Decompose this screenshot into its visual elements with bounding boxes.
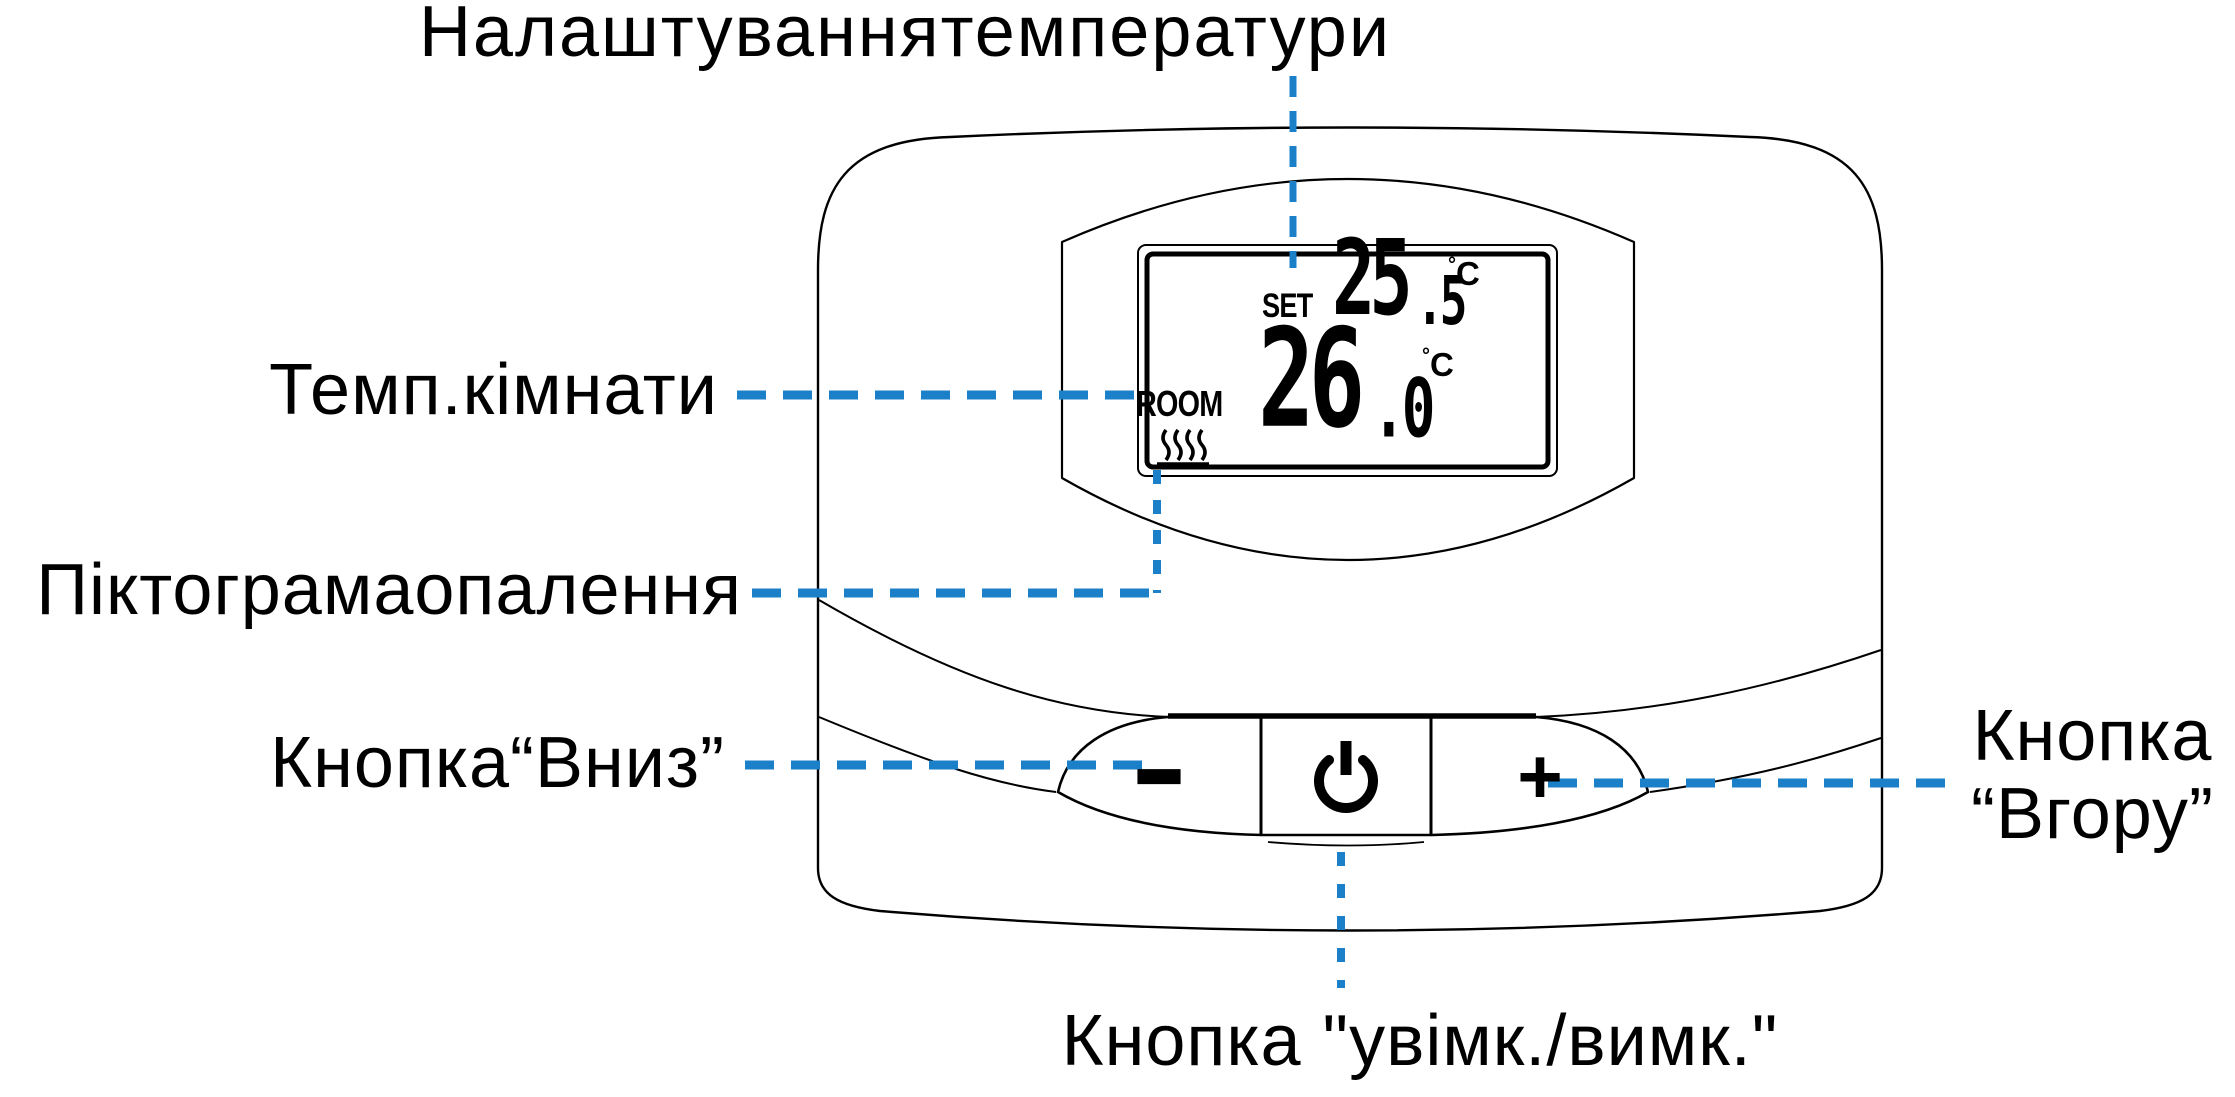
power-button[interactable] [1263, 720, 1429, 832]
label-temperature-setting: Налаштуваннятемператури [418, 0, 1392, 72]
down-button[interactable]: − [1060, 707, 1258, 845]
up-button[interactable]: + [1433, 720, 1647, 832]
button-pill-under-line [1267, 841, 1425, 847]
label-up-button-line1: Кнопка [1972, 696, 2213, 776]
minus-glyph: − [1133, 699, 1185, 853]
lcd-set-label: SET [1262, 287, 1313, 325]
label-up-button: Кнопка “Вгору” [1950, 696, 2235, 854]
lcd-room-unit: °C [1422, 345, 1454, 383]
lcd-room-label: ROOM [1136, 383, 1223, 424]
lcd-room-value-int: 26 [1258, 301, 1365, 460]
label-power-button: Кнопка "увімк./вимк." [1061, 1001, 1779, 1081]
leader-lines [737, 76, 1957, 988]
button-pill [1056, 715, 1650, 837]
label-heating-icon: Піктограмаопалення [36, 550, 742, 630]
label-up-button-line2: “Вгору” [1971, 773, 2214, 854]
label-room-temperature: Темп.кімнати [269, 350, 718, 430]
lcd-set-unit: °C [1448, 254, 1480, 292]
lcd-inner-frame [1144, 251, 1551, 470]
heating-waves-icon [1157, 428, 1209, 468]
lcd-set-value-frac: .5 [1416, 261, 1467, 340]
plus-glyph: + [1517, 732, 1563, 820]
power-icon [1314, 741, 1378, 813]
label-down-button: Кнопка“Вниз” [270, 723, 725, 803]
lcd-set-value-int: 25 [1332, 216, 1413, 339]
lcd-room-value-frac: .0 [1372, 362, 1435, 457]
